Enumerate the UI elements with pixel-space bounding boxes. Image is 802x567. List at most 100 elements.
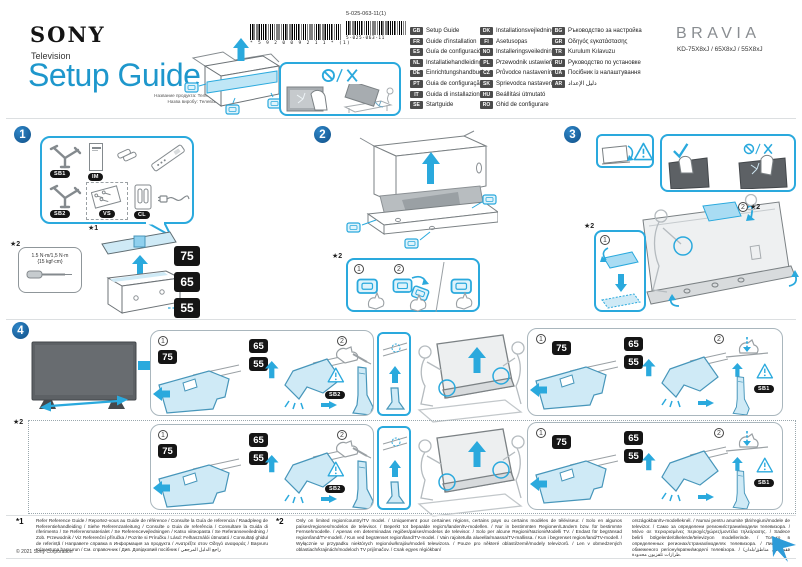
- page-title: Setup Guide: [28, 57, 201, 93]
- language-label: Installeringsveiledning: [496, 49, 556, 56]
- step-4-number: 4: [12, 322, 29, 339]
- stand-leg-sketch: [732, 470, 750, 509]
- stand-label-sb2: SB2: [325, 391, 345, 399]
- latch-step1-sketch: [356, 278, 385, 310]
- language-code-badge: DK: [480, 27, 493, 35]
- screws-pack-box: VS: [86, 182, 128, 220]
- size-75-badge: 75: [174, 246, 200, 266]
- stand-insert-panel-alt: [377, 426, 411, 510]
- pinch-warning-icon: [327, 367, 345, 383]
- stand-label-sb1: SB1: [754, 385, 774, 393]
- language-code-badge: GR: [552, 37, 565, 46]
- part-label-im: IM: [88, 173, 103, 181]
- language-label: Setup Guide: [426, 28, 460, 34]
- size-55-badge: 55: [624, 449, 643, 463]
- caution-illustrations: [286, 84, 394, 113]
- foam-remove-65-55: [640, 445, 728, 503]
- size-55-badge: 55: [174, 298, 200, 318]
- stand-insert-panel: [377, 332, 411, 416]
- language-code-badge: TR: [552, 48, 565, 56]
- torque-note-box: 1.5 N·m/1,5 N·m {15 kgf·cm}: [18, 247, 82, 293]
- substep-2-marker: 2: [337, 430, 347, 440]
- foam-remove-75: [530, 453, 618, 505]
- language-code-badge: SE: [410, 101, 423, 109]
- language-code-badge: DE: [410, 69, 423, 78]
- footnote-2-text-cont: országokban/tv-modelleknél. / Numai pent…: [632, 518, 790, 558]
- tv-lift-illustration-alt: [418, 428, 525, 517]
- page-turn-arrow-icon: [772, 536, 796, 562]
- substep-1-marker: 1: [536, 334, 546, 344]
- language-code-badge: ES: [410, 48, 423, 56]
- barcode-1-digits: * 5 9 2 0 0 9 2 1 1 * (1): [250, 41, 352, 46]
- pinch-warning-icon: [756, 457, 774, 473]
- foam-remove-75: [153, 457, 241, 509]
- stand-insert-sketch: [382, 342, 408, 410]
- size-65-badge: 65: [174, 272, 200, 292]
- header-divider: [6, 118, 796, 119]
- language-code-badge: SK: [480, 80, 493, 88]
- screwdriver-icon: [26, 270, 73, 279]
- hand-screw-sketch: [335, 346, 372, 365]
- footnote-2-text: Only on limited region/country/TV model.…: [296, 518, 622, 552]
- part-label-sb1: SB1: [50, 170, 70, 178]
- language-code-badge: AR: [552, 80, 565, 88]
- manual-sketch: [89, 143, 103, 171]
- language-label: Οδηγός εγκατάστασης: [568, 38, 628, 45]
- size-65-badge: 65: [624, 337, 643, 351]
- stand-attach-panel-b-alt: 1 75 65 55 2 SB1: [527, 422, 783, 510]
- barcode-2: [346, 21, 406, 35]
- foam-remove-75: [153, 363, 241, 415]
- product-name-localized: Название продукта: Телевизор Назва вироб…: [120, 93, 220, 104]
- flap-fold-sketch: [600, 247, 641, 309]
- torque-value-kgf: {15 kgf·cm}: [37, 259, 63, 265]
- barcode-1: [250, 24, 342, 40]
- substep-1-marker: 1: [158, 336, 168, 346]
- handling-ok-ng-box: [660, 134, 796, 192]
- part-label-cl: CL: [134, 211, 150, 219]
- stand-leg-sketch: [352, 460, 373, 509]
- language-label: Sprievodca nastavením: [496, 80, 559, 87]
- size-55-badge: 55: [249, 451, 268, 465]
- substep-2-marker: 2: [394, 264, 404, 274]
- stand-bar-box-illustration: [101, 231, 184, 314]
- stand-label-sb2: SB2: [325, 485, 345, 493]
- part-label-sb2: SB2: [50, 210, 70, 218]
- bravia-logo: BRAVIA: [676, 25, 761, 42]
- substep-1-marker: 1: [158, 430, 168, 440]
- stand-sb1-sketch: [49, 144, 82, 169]
- stand-sb2-sketch: [49, 184, 82, 209]
- language-label: Beállítási útmutató: [496, 91, 546, 98]
- size-75-badge: 75: [158, 444, 177, 458]
- footer-divider: [6, 515, 796, 516]
- language-code-badge: FI: [480, 37, 493, 46]
- unboxing-illustration: [184, 38, 282, 115]
- alt-procedure-region: [28, 420, 796, 514]
- substep-2-marker: 2: [714, 334, 724, 344]
- footnote-1-text: Refer Reference Guide / Reportez-vous au…: [36, 518, 268, 552]
- ac-cord-sketch: [158, 195, 190, 203]
- language-label: Посібник із налаштування: [568, 70, 641, 77]
- foam-remove-75: [530, 359, 618, 411]
- size-55-badge: 55: [249, 357, 268, 371]
- language-code-badge: FR: [410, 37, 423, 46]
- remote-control-sketch: [150, 143, 186, 173]
- stand-attach-panel-b: 1 75 65 55 2 SB1: [527, 328, 783, 416]
- stand-attach-panel-a: 1 75 65 55 2 SB2: [150, 330, 374, 416]
- bottom-edge-line: [6, 558, 796, 559]
- tv-front-illustration: [31, 341, 137, 412]
- footnote-2-label: *2: [276, 517, 284, 526]
- product-type-label: Television: [31, 51, 71, 61]
- size-75-badge: 75: [552, 341, 571, 355]
- size-65-badge: 65: [624, 431, 643, 445]
- language-code-badge: RU: [552, 58, 565, 67]
- latch-alt-sketch: [450, 278, 473, 310]
